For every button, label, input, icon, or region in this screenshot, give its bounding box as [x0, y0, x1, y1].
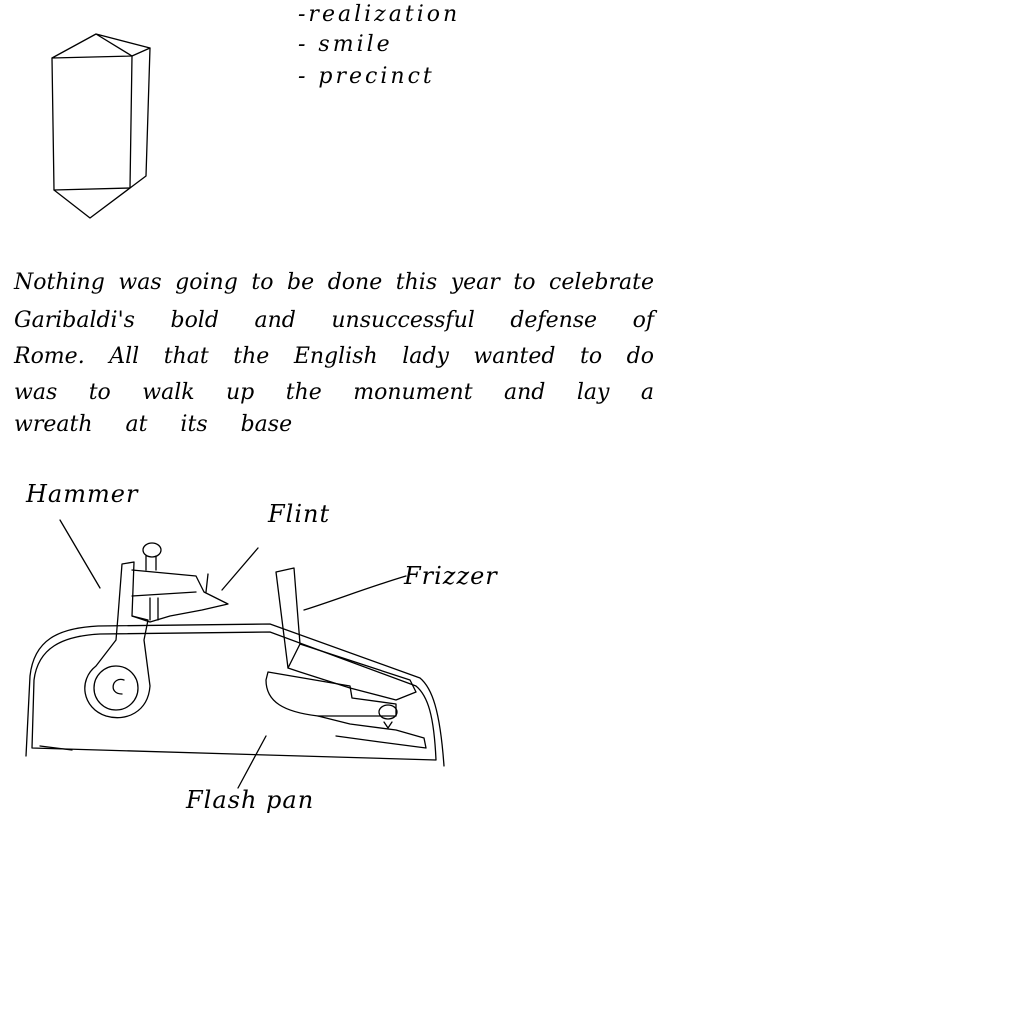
flint-leader: [222, 548, 258, 590]
frizzen-label: Frizzer: [404, 564, 498, 588]
word-list-item: -realization: [298, 4, 460, 26]
paragraph-line: wreath at its base: [14, 414, 292, 436]
flint-edge: [206, 574, 208, 592]
word-list-item: - precinct: [298, 66, 435, 88]
lock-plate-outer: [26, 624, 444, 766]
paragraph-line: Nothing was going to be done this year t…: [14, 272, 654, 294]
tumbler-center: [113, 679, 124, 694]
frizzen-spring: [318, 716, 426, 748]
clamp-screw: [150, 598, 158, 620]
flash-pan-leader: [238, 736, 266, 788]
paragraph-line: Rome. All that the English lady wanted t…: [14, 346, 654, 368]
jaw-screw: [146, 556, 156, 570]
flint-clamp: [132, 570, 228, 622]
frizzen-joint: [288, 644, 300, 668]
flint-label: Flint: [268, 502, 330, 526]
tumbler-outer: [94, 666, 138, 710]
hammer-label: Hammer: [26, 482, 138, 506]
word-list-item: - smile: [298, 34, 393, 56]
jaw-screw-head: [143, 543, 161, 557]
spring-screw-tip: [384, 722, 392, 728]
spring-screw: [379, 705, 397, 719]
flash-pan-shape: [266, 672, 396, 716]
hammer-leader: [60, 520, 100, 588]
flash-pan-label: Flash pan: [186, 788, 314, 812]
frizzen-leader: [304, 576, 406, 610]
paragraph-line: Garibaldi's bold and unsuccessful defens…: [14, 310, 654, 332]
paragraph-line: was to walk up the monument and lay a: [14, 382, 654, 404]
